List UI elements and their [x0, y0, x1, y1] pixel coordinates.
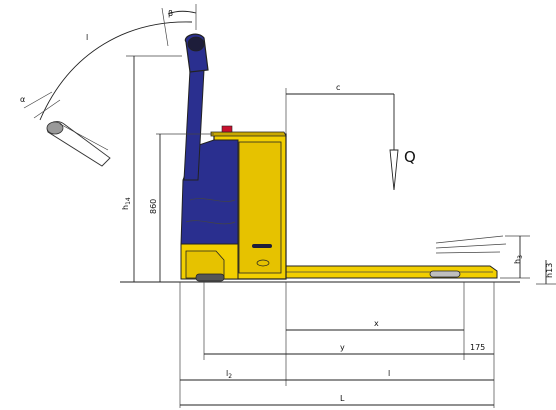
tiller-arc-annotations [23, 4, 197, 121]
dimension-labels: β l α h14 860 c Q h3 h13 x y 175 l2 l L [20, 9, 554, 403]
load-wheel [429, 270, 461, 278]
indicator-slot [252, 244, 272, 248]
load-arrow [389, 149, 399, 191]
fork-height-dims [500, 235, 556, 285]
label-l1: l [388, 369, 390, 378]
label-y: y [340, 343, 345, 352]
label-load-centre: c [336, 83, 340, 92]
tiller-grip [187, 36, 205, 52]
label-alpha: α [20, 95, 25, 104]
label-beta: β [168, 9, 173, 18]
body-side-panel [238, 141, 282, 274]
length-dimensions [179, 282, 495, 408]
key-switch [256, 259, 270, 267]
emergency-switch [221, 125, 233, 133]
drive-wheel [195, 273, 225, 282]
top-cover [210, 131, 287, 137]
raised-fork-outline [435, 235, 507, 254]
drive-cover [185, 250, 225, 279]
label-overall-length: L [340, 394, 345, 403]
label-l2: l2 [226, 369, 232, 380]
load-centre [285, 88, 399, 191]
label-860: 860 [149, 199, 158, 214]
label-175: 175 [470, 343, 485, 352]
tiller-lowered-outline [46, 121, 111, 167]
label-x: x [374, 319, 379, 328]
label-h14: h14 [121, 197, 132, 210]
label-h3: h3 [513, 255, 524, 264]
label-load: Q [404, 148, 416, 166]
label-h13: h13 [545, 263, 554, 278]
pallet-truck [46, 33, 507, 282]
label-tiller-length: l [86, 33, 88, 42]
